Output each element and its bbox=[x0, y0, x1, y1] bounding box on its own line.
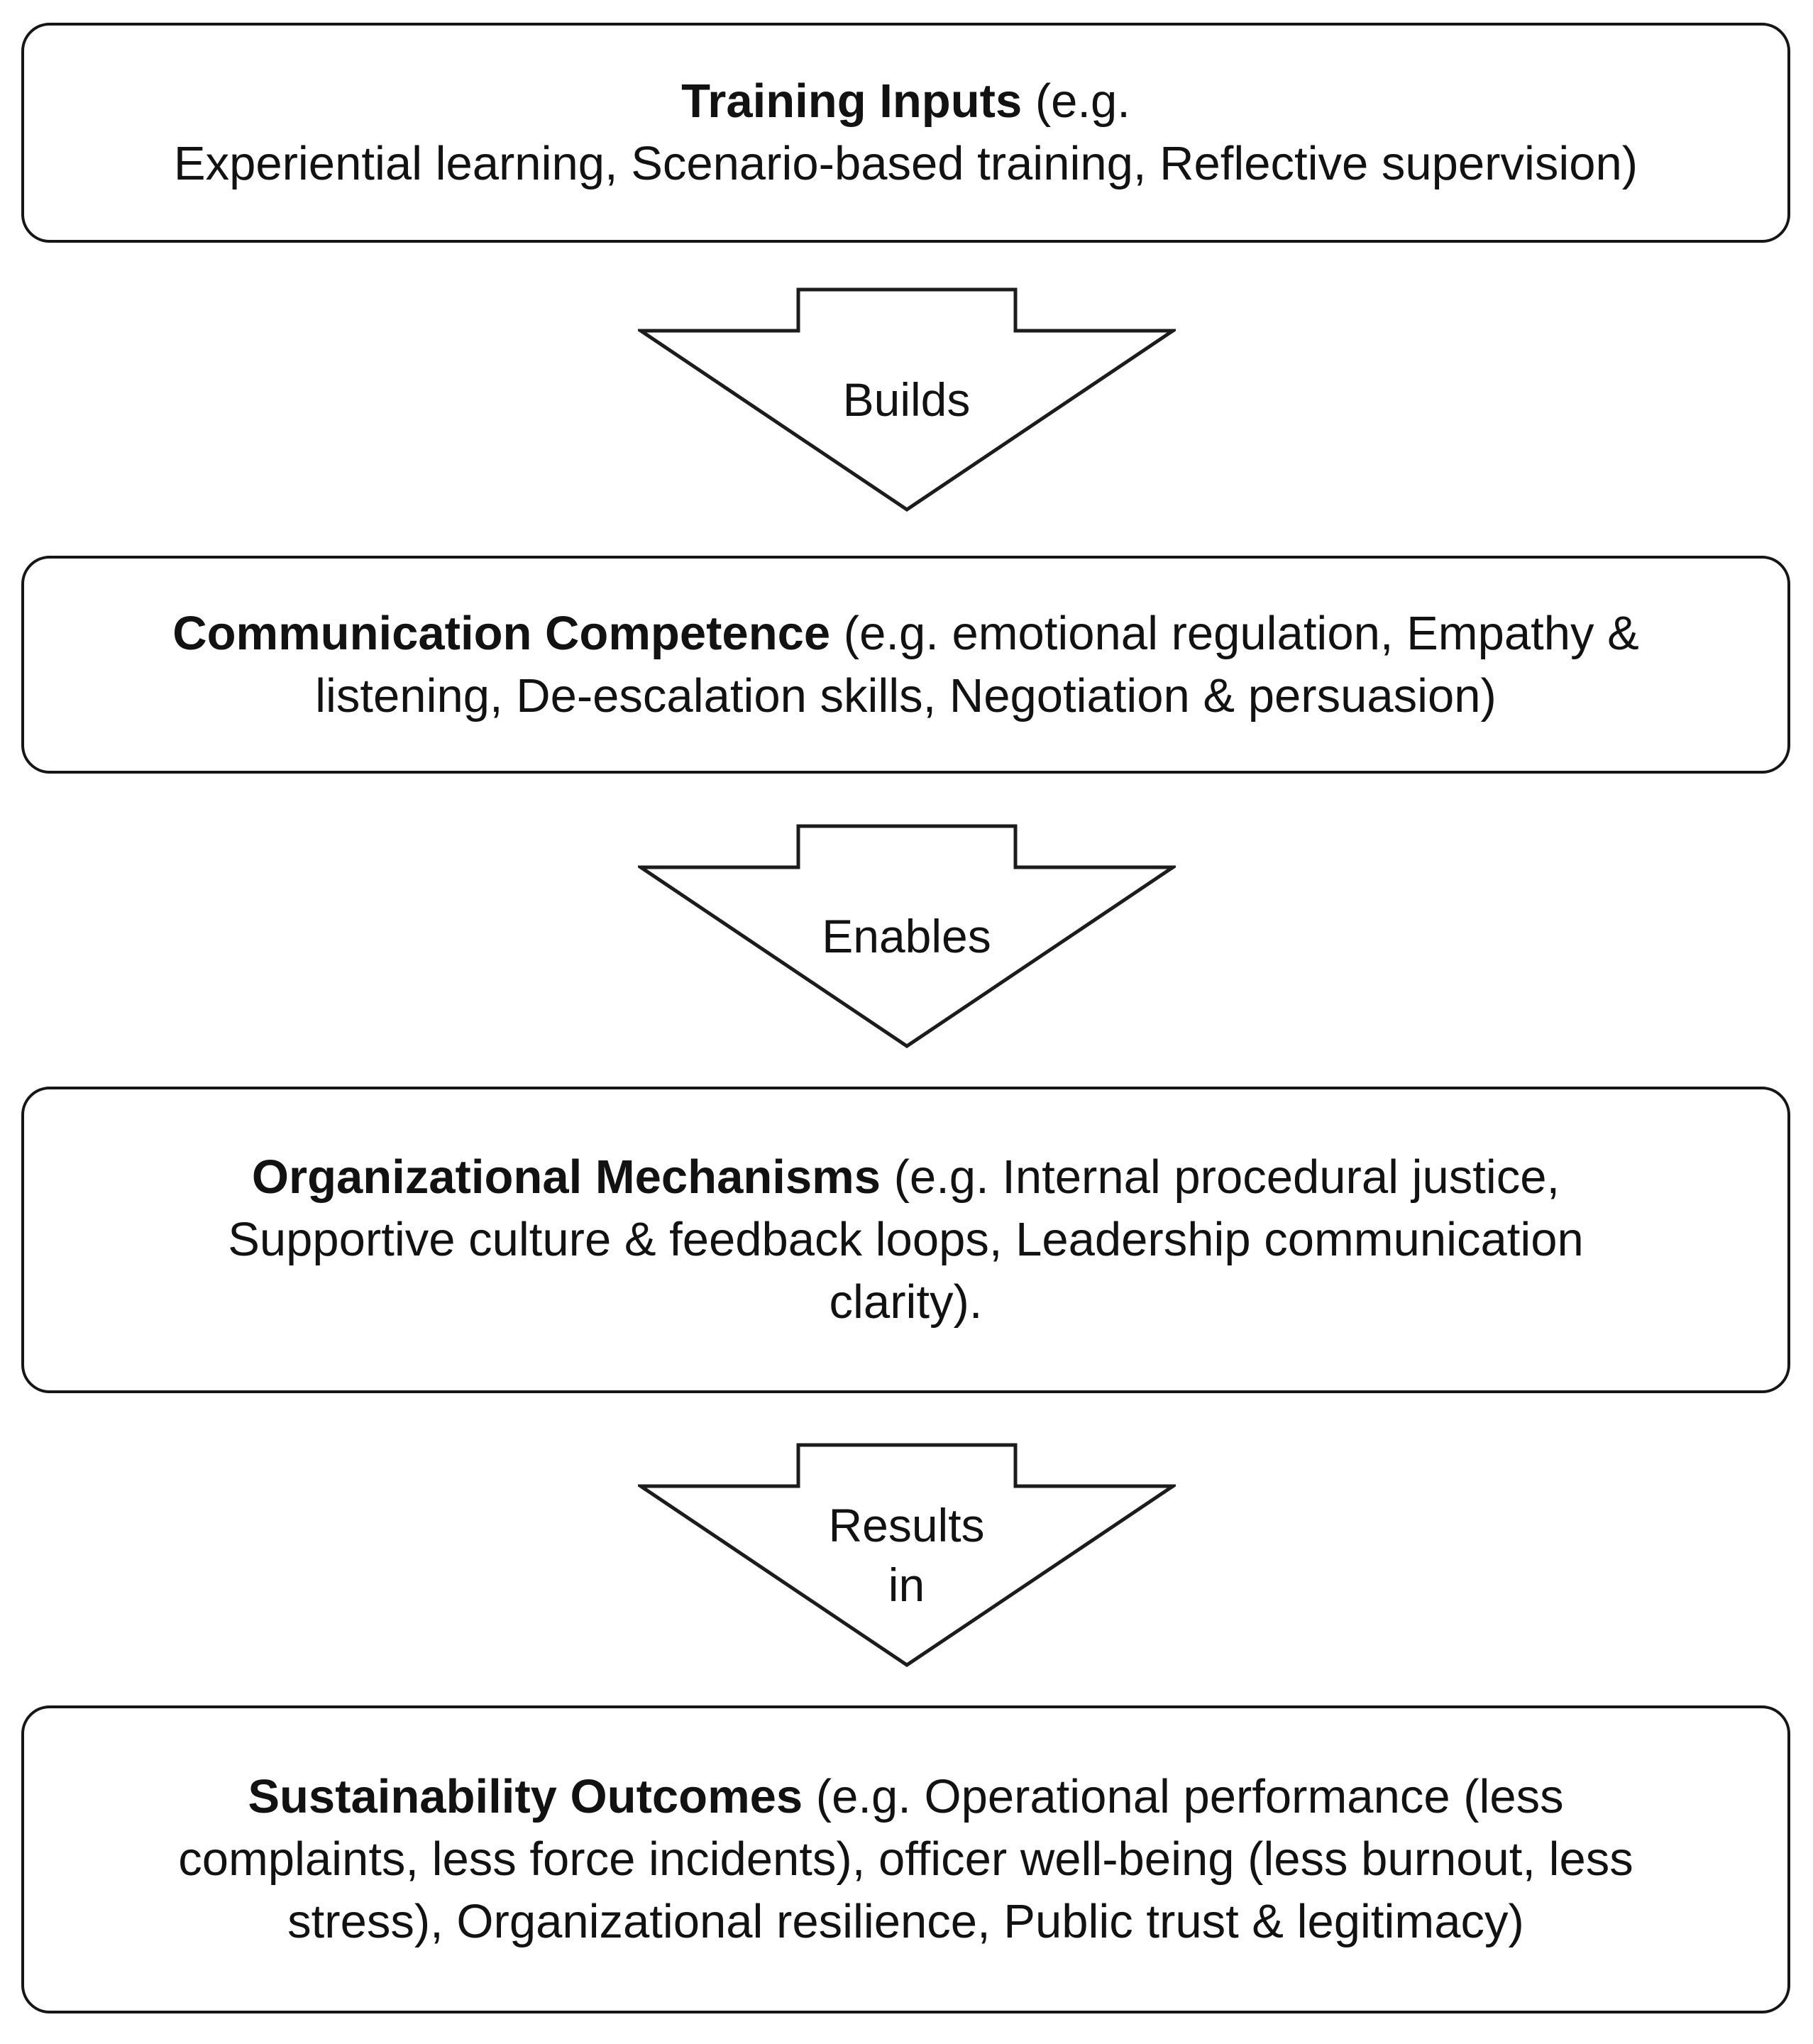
box-text: Organizational Mechanisms (e.g. Internal… bbox=[208, 1146, 1604, 1334]
down-block-arrow-shape bbox=[637, 1443, 1176, 1668]
arrow-results-in: Results in bbox=[637, 1442, 1176, 1668]
box-description: (e.g. emotional regulation, Empathy & li… bbox=[315, 606, 1639, 722]
box-text: Communication Competence (e.g. emotional… bbox=[153, 603, 1659, 727]
down-block-arrow-icon bbox=[637, 287, 1176, 512]
arrow-label: Enables bbox=[822, 910, 991, 962]
box-text: Training Inputs (e.g. Experiential learn… bbox=[154, 70, 1658, 195]
box-communication-competence: Communication Competence (e.g. emotional… bbox=[21, 556, 1790, 774]
box-title: Organizational Mechanisms bbox=[251, 1150, 881, 1204]
box-sustainability-outcomes: Sustainability Outcomes (e.g. Operationa… bbox=[21, 1705, 1790, 2013]
box-title: Training Inputs bbox=[681, 75, 1023, 128]
down-block-arrow-shape bbox=[637, 287, 1176, 512]
box-training-inputs: Training Inputs (e.g. Experiential learn… bbox=[21, 23, 1790, 243]
arrow-label: Results in bbox=[828, 1499, 985, 1611]
box-text: Sustainability Outcomes (e.g. Operationa… bbox=[158, 1766, 1653, 1953]
box-organizational-mechanisms: Organizational Mechanisms (e.g. Internal… bbox=[21, 1087, 1790, 1393]
down-block-arrow-icon bbox=[637, 1443, 1176, 1668]
box-title: Sustainability Outcomes bbox=[248, 1770, 803, 1823]
down-block-arrow-icon bbox=[637, 824, 1176, 1049]
arrow-label: Builds bbox=[842, 373, 971, 426]
arrow-enables: Enables bbox=[637, 823, 1176, 1049]
arrow-builds: Builds bbox=[637, 287, 1176, 512]
box-description: (e.g. Internal procedural justice, Suppo… bbox=[228, 1150, 1584, 1329]
box-description: (e.g. Operational performance (less comp… bbox=[178, 1770, 1633, 1948]
box-title: Communication Competence bbox=[172, 606, 831, 660]
down-block-arrow-shape bbox=[637, 824, 1176, 1049]
box-description: (e.g. Experiential learning, Scenario-ba… bbox=[173, 75, 1638, 190]
